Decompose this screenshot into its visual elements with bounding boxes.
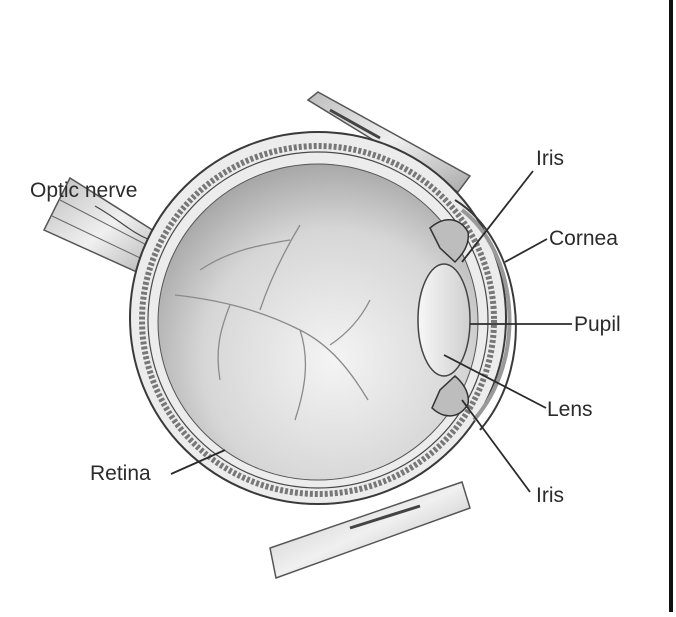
iris-upper-label: Iris	[536, 148, 564, 169]
lens-shape	[418, 264, 470, 376]
retina-label: Retina	[90, 463, 151, 484]
cornea-label: Cornea	[549, 228, 618, 249]
lens-label: Lens	[547, 399, 593, 420]
pupil-label: Pupil	[574, 314, 621, 335]
optic-nerve-label: Optic nerve	[30, 180, 137, 201]
iris-lower-label: Iris	[536, 485, 564, 506]
frame-border	[669, 0, 673, 612]
